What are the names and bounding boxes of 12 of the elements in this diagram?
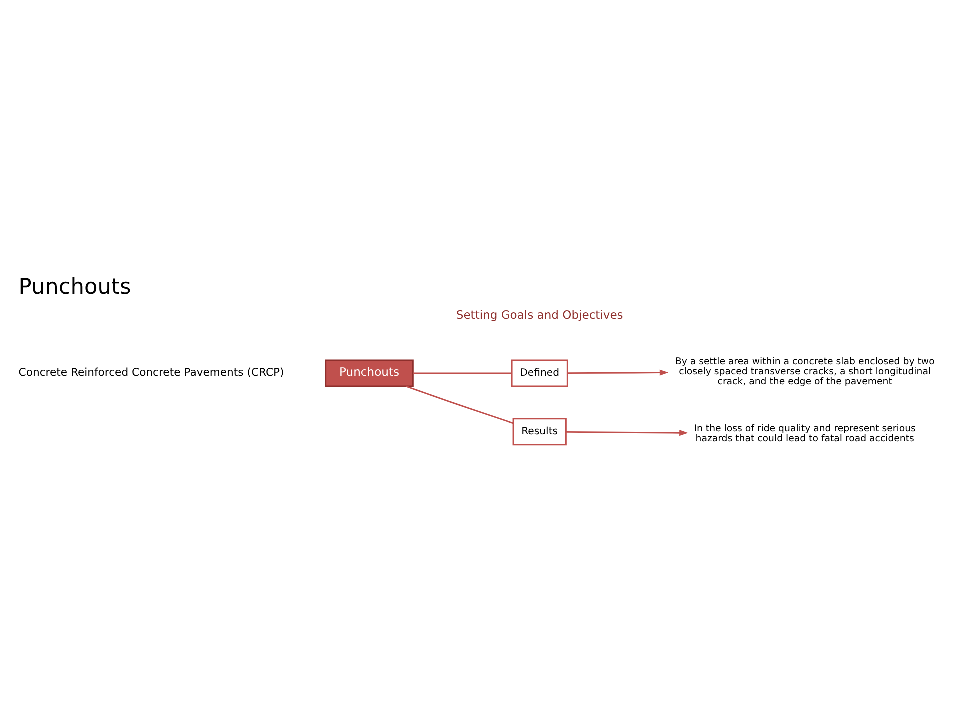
diagram-title: Punchouts [18,275,132,300]
arrow [568,370,669,376]
node-text: In the loss of ride quality and represent serious hazards that could lead to fatal road accidents [694,424,916,445]
node-box: Results [512,418,567,446]
connector [413,372,512,374]
label: Setting Goals and Objectives [456,308,624,322]
arrow [566,430,688,436]
node-text: By a settle area within a concrete slab enclosed by two closely spaced transverse cracks, a short longitudinal crack, and the edge of the pavement [675,356,935,388]
node-box: Punchouts [325,360,414,388]
node-box: Defined [511,360,568,388]
connector [406,386,514,424]
label: Concrete Reinforced Concrete Pavements (CRCP) [18,366,284,380]
